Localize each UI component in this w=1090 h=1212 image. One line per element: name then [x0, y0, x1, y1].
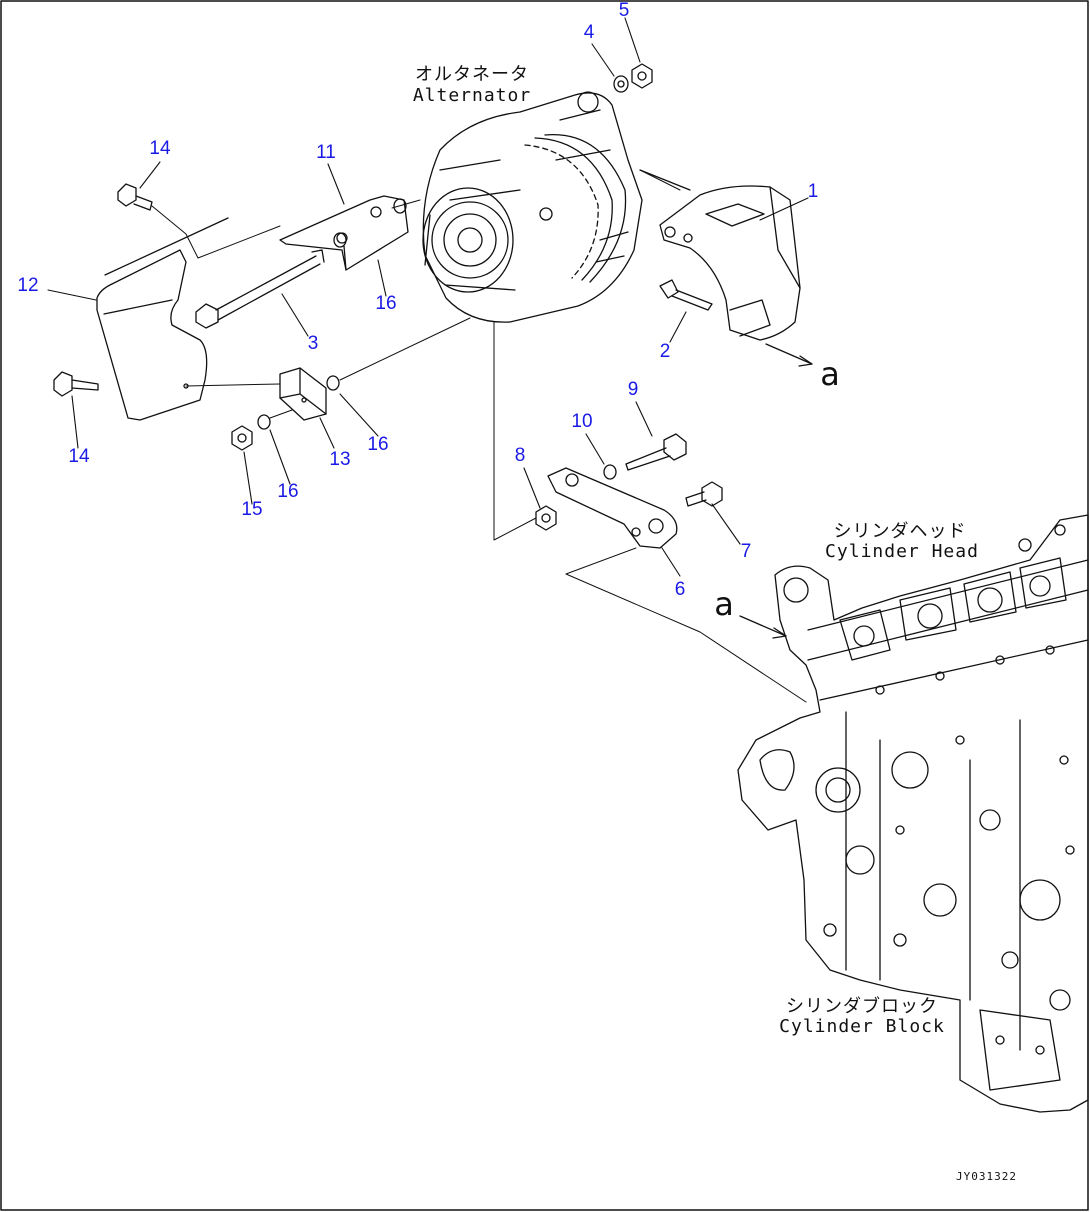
washer-16-b-drawing: [326, 375, 340, 391]
nut-8-drawing: [535, 505, 557, 531]
bolt-14-bottom-drawing: [53, 371, 99, 397]
washer-10-drawing: [603, 464, 617, 480]
washer-4-drawing: [613, 75, 629, 93]
callout-13: 13: [329, 449, 351, 470]
cylinder-head-label-jp: シリンダヘッド: [833, 521, 967, 542]
callout-10: 10: [571, 411, 593, 432]
bracket-11-drawing: [279, 195, 409, 271]
cover-plate-12-drawing: [96, 217, 229, 421]
washer-16-c-drawing: [333, 232, 347, 248]
bolt-14-top-drawing: [117, 183, 153, 211]
bolt-7-drawing: [685, 481, 723, 507]
callout-8: 8: [514, 445, 526, 466]
callout-6: 6: [674, 579, 686, 600]
washer-16-d-drawing: [393, 198, 407, 214]
callout-14-bottom: 14: [68, 446, 90, 467]
bolt-3-drawing: [195, 249, 325, 329]
nut-15-drawing: [231, 425, 253, 451]
callout-1: 1: [807, 181, 819, 202]
callout-leaders: [47, 17, 809, 577]
view-a-arrows: [739, 343, 813, 639]
callout-16-right: 16: [367, 434, 389, 455]
callout-12: 12: [17, 275, 39, 296]
nut-5-drawing: [631, 63, 653, 89]
callout-16-bottom: 16: [277, 481, 299, 502]
alternator-drawing: [422, 91, 691, 323]
washer-16-a-drawing: [257, 414, 271, 430]
callout-9: 9: [627, 379, 639, 400]
cylinder-block-label-jp: シリンダブロック: [786, 996, 938, 1017]
block-13-drawing: [279, 367, 327, 421]
drawing-id: JY031322: [956, 1170, 1017, 1183]
view-letter-a-right: a: [820, 355, 840, 393]
callout-4: 4: [583, 22, 595, 43]
engine-drawing: [737, 514, 1089, 1113]
stay-6-drawing: [547, 467, 678, 549]
callout-3: 3: [307, 333, 319, 354]
callout-15: 15: [241, 499, 263, 520]
callout-7: 7: [740, 541, 752, 562]
alternator-label-en: Alternator: [412, 85, 532, 106]
callout-2: 2: [659, 341, 671, 362]
callout-16-top: 16: [375, 293, 397, 314]
bracket-1-drawing: [659, 185, 801, 341]
callout-11: 11: [316, 142, 336, 163]
bolt-9-drawing: [625, 433, 687, 471]
cylinder-head-label-en: Cylinder Head: [825, 541, 979, 562]
assembly-lines: [151, 169, 807, 703]
callout-14-top: 14: [149, 138, 171, 159]
callout-5: 5: [618, 0, 630, 21]
view-letter-a-engine: a: [714, 585, 734, 623]
cylinder-block-label-en: Cylinder Block: [779, 1016, 945, 1037]
bolt-2-drawing: [659, 279, 713, 311]
alternator-label-jp: オルタネータ: [415, 64, 529, 85]
